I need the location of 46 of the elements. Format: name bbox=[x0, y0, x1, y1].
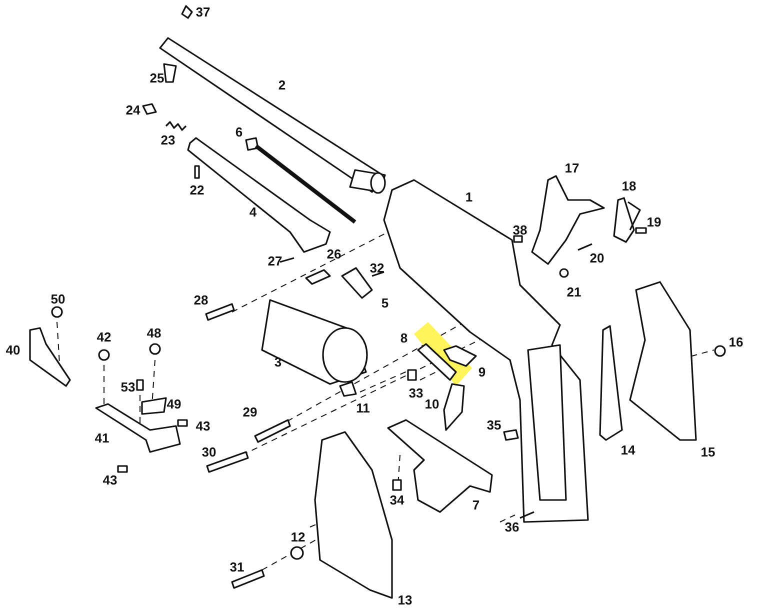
callout-number: 15 bbox=[700, 446, 716, 458]
callout-number: 35 bbox=[486, 418, 502, 432]
callout-number: 40 bbox=[6, 344, 20, 356]
callout-number: 21 bbox=[566, 286, 582, 298]
callout-number: 36 bbox=[504, 520, 520, 534]
callout-number: 53 bbox=[120, 380, 136, 394]
callout-number: 2 bbox=[278, 78, 286, 92]
callout-number: 11 bbox=[356, 402, 370, 414]
callout-number: 1 bbox=[465, 190, 473, 204]
callout-number: 10 bbox=[424, 398, 440, 410]
callout-number: 22 bbox=[190, 184, 204, 196]
callout-number: 14 bbox=[620, 444, 636, 456]
callout-number: 31 bbox=[230, 560, 244, 574]
callout-number: 49 bbox=[166, 398, 182, 410]
callout-number: 6 bbox=[235, 126, 243, 138]
callout-number: 26 bbox=[326, 248, 342, 260]
callout-number: 28 bbox=[194, 294, 208, 306]
callout-number: 38 bbox=[512, 224, 528, 236]
callout-number: 16 bbox=[728, 336, 744, 348]
callout-number: 32 bbox=[370, 262, 384, 274]
callout-number: 17 bbox=[564, 162, 580, 174]
callout-number: 48 bbox=[146, 326, 162, 340]
callout-number: 19 bbox=[646, 216, 662, 228]
callout-number: 9 bbox=[478, 366, 486, 378]
callout-number: 42 bbox=[96, 330, 112, 344]
callout-number: 12 bbox=[290, 530, 306, 544]
callout-number: 23 bbox=[160, 134, 176, 146]
callout-number: 27 bbox=[268, 254, 282, 268]
callout-number: 25 bbox=[150, 72, 164, 84]
callout-number: 33 bbox=[408, 386, 424, 400]
callout-number: 50 bbox=[50, 292, 66, 306]
callout-number: 43 bbox=[196, 420, 210, 432]
callout-number: 24 bbox=[126, 104, 140, 116]
callout-number: 7 bbox=[472, 498, 480, 512]
callout-number: 20 bbox=[590, 252, 604, 264]
callout-number: 18 bbox=[622, 180, 636, 192]
callout-number: 13 bbox=[398, 594, 412, 606]
callout-number: 4 bbox=[249, 206, 257, 218]
callout-number: 30 bbox=[202, 446, 216, 458]
callout-number: 29 bbox=[242, 406, 258, 418]
callout-number: 41 bbox=[94, 432, 110, 444]
callout-number: 8 bbox=[400, 332, 408, 344]
callout-number: 34 bbox=[390, 494, 404, 506]
callout-number: 43 bbox=[102, 474, 118, 486]
callout-number: 37 bbox=[196, 6, 210, 18]
callout-number: 5 bbox=[381, 296, 389, 310]
